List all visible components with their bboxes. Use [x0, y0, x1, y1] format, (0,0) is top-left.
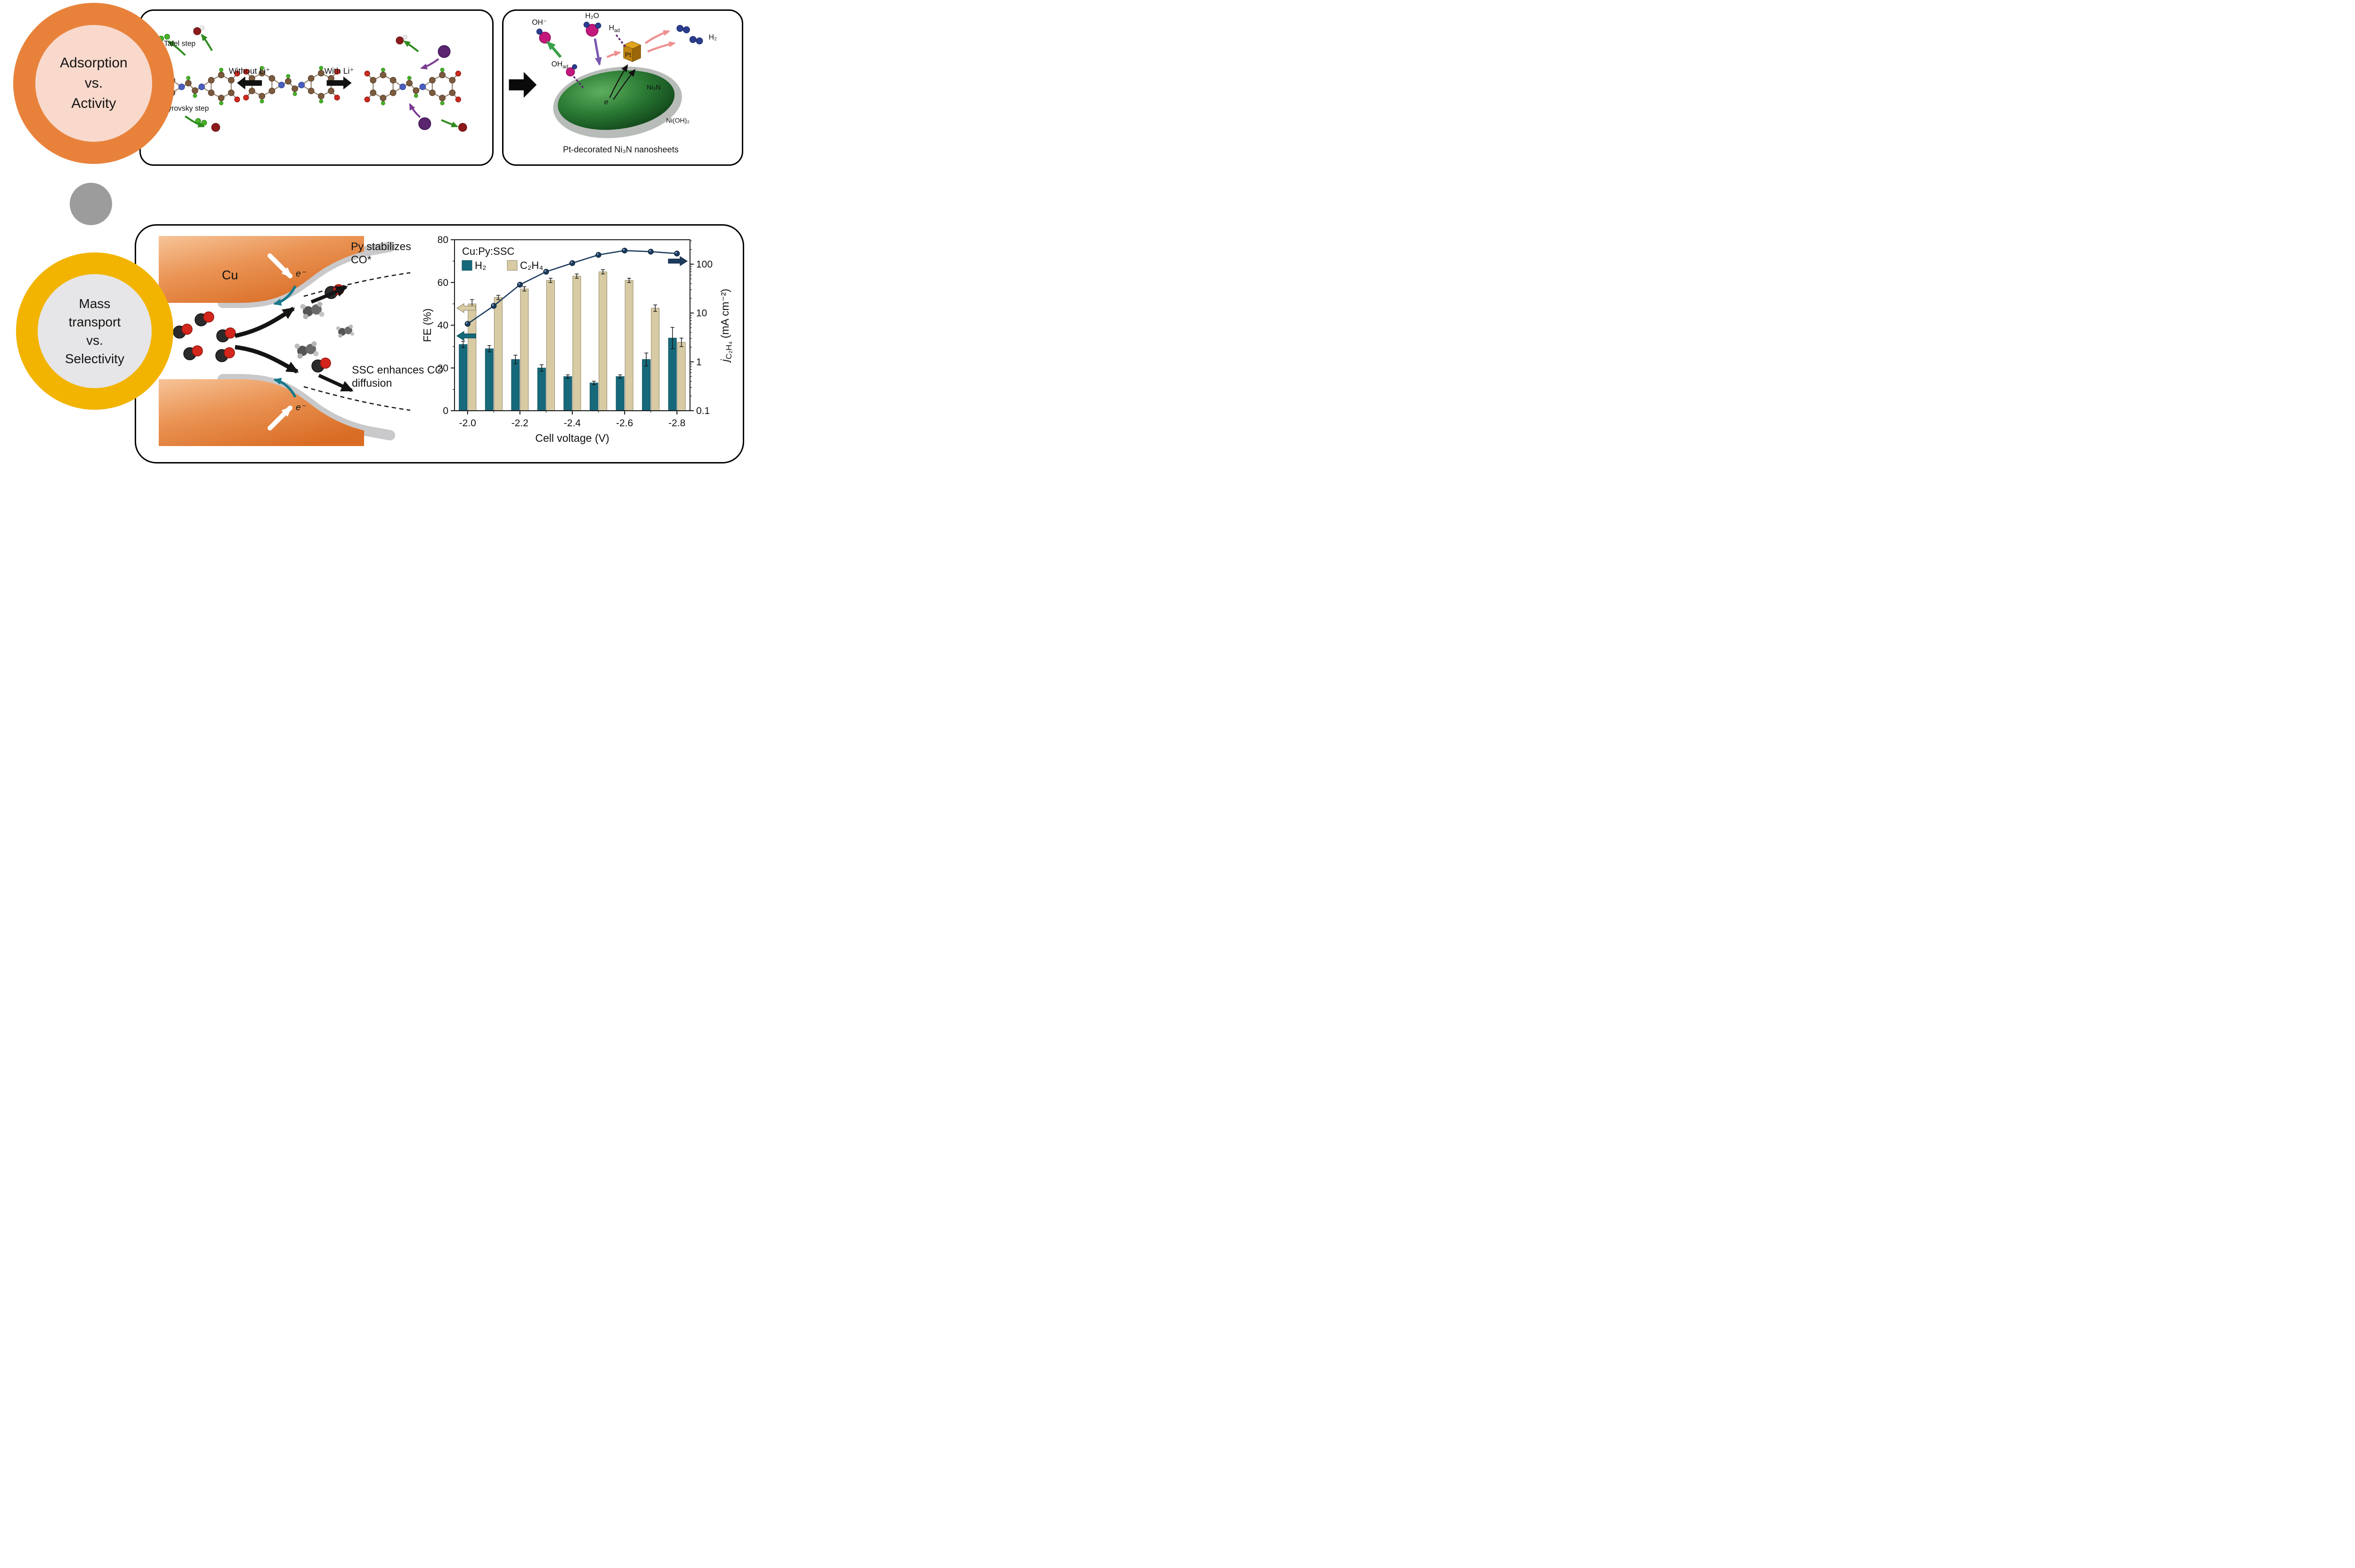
- svg-text:-2.0: -2.0: [459, 418, 476, 429]
- svg-text:40: 40: [438, 320, 448, 331]
- svg-text:FE (%): FE (%): [422, 309, 433, 342]
- svg-text:Cu:Py:SSC: Cu:Py:SSC: [462, 245, 514, 257]
- chart-bars: [459, 271, 686, 411]
- bubble-line: Activity: [71, 96, 116, 111]
- mass-transport-selectivity-bubble: Mass transport vs. Selectivity: [16, 252, 173, 410]
- h2o-label: H₂O: [585, 12, 599, 20]
- electron-flow-arrows: [268, 253, 292, 431]
- tafel-arrows: [167, 33, 213, 128]
- input-arrow: [509, 72, 537, 98]
- adsorption-activity-bubble: Adsorption vs. Activity: [13, 3, 174, 164]
- h2o-adsorb-arrow: [593, 38, 602, 66]
- co-diffusion-illustration: Cu: [159, 236, 411, 446]
- diffusion-cone-top: [303, 272, 411, 297]
- bubble-line: Mass: [79, 296, 111, 311]
- li-ion: [418, 117, 431, 130]
- molecule-with-li: [364, 35, 467, 132]
- pt-panel-caption: Pt-decorated Ni₃N nanosheets: [563, 145, 679, 154]
- pt-cube: Pt: [623, 41, 642, 62]
- electron-label-top: e⁻: [296, 269, 307, 279]
- mass-transport-panel: Cu: [135, 224, 744, 463]
- svg-text:80: 80: [438, 235, 448, 245]
- svg-text:-2.6: -2.6: [616, 418, 633, 429]
- electron-label-bottom: e⁻: [296, 403, 307, 413]
- c2h4-molecules: [294, 301, 355, 359]
- bubble-line: Selectivity: [65, 351, 125, 366]
- bubble-line: Adsorption: [60, 55, 128, 71]
- bubble-line: vs.: [86, 333, 103, 348]
- oh-minus-label: OH⁻: [532, 18, 547, 26]
- chart-annotations: [456, 256, 688, 341]
- ohad-species: [566, 64, 585, 89]
- co-stabilize-arrows: [273, 285, 297, 398]
- mass-transport-selectivity-label: Mass transport vs. Selectivity: [65, 296, 124, 366]
- svg-text:1: 1: [696, 357, 702, 367]
- svg-text:H₂: H₂: [475, 260, 486, 271]
- svg-text:10: 10: [696, 308, 707, 319]
- h2o-molecule: [584, 22, 601, 37]
- had-dashes: [615, 34, 626, 48]
- oh-radical-h: [402, 35, 407, 40]
- oh-radical: [396, 36, 404, 45]
- svg-text:20: 20: [438, 363, 448, 374]
- bubble-line: transport: [68, 314, 121, 329]
- adsorption-activity-label: Adsorption vs. Activity: [60, 55, 127, 112]
- oh-radical: [458, 123, 467, 132]
- oh-ion: [536, 28, 551, 44]
- electron-label: e: [604, 98, 609, 106]
- heyrovsky-step-label: Heyrovsky step: [158, 105, 209, 113]
- li-ion: [438, 45, 451, 58]
- pt-ni3n-drawing: e Pt Had H₂O OH⁻: [509, 12, 717, 154]
- h2-product-molecules: [676, 24, 703, 45]
- py-stabilizes-note: Py stabilizes CO*: [351, 240, 411, 266]
- cu-label: Cu: [222, 268, 238, 282]
- cu-electrode-bottom: [159, 379, 364, 446]
- with-li-arrow: [326, 76, 352, 89]
- oh-radical: [211, 123, 220, 132]
- svg-text:-2.8: -2.8: [668, 418, 685, 429]
- flow-arrows: [235, 285, 354, 392]
- without-li-label: Without Li⁺: [229, 66, 270, 76]
- oh-radical: [193, 27, 202, 35]
- chart-axes: 0 20 40 60 80 0.1 1 10 100 -2.0 -2.2 -2.4 -2.6 -2.8Ce…: [422, 235, 733, 444]
- tafel-step-label: Tafel step: [164, 40, 195, 48]
- ni3n-label: Ni₃N: [647, 84, 661, 91]
- li-arrows: [409, 58, 439, 118]
- oh-release-arrow: [546, 41, 562, 58]
- electron-arrows: [609, 64, 636, 100]
- svg-text:jC₂H₄ (mA cm⁻²): jC₂H₄ (mA cm⁻²): [719, 289, 733, 363]
- svg-text:C₂H₄: C₂H₄: [520, 260, 543, 271]
- fe-bar-chart: 0 20 40 60 80 0.1 1 10 100 -2.0 -2.2 -2.4 -2.6 -2.8Ce…: [422, 235, 733, 444]
- svg-text:100: 100: [696, 259, 713, 270]
- h2-evolution-arrows: [606, 30, 676, 58]
- ssc-enhances-note: SSC enhances CO diffusion: [352, 364, 444, 390]
- svg-text:0: 0: [443, 406, 448, 416]
- graphical-abstract-figure: Adsorption vs. Activity Mass transport v…: [0, 0, 754, 471]
- with-li-label: With Li⁺: [324, 66, 354, 76]
- svg-text:Cell voltage (V): Cell voltage (V): [535, 432, 609, 444]
- bubble-line: vs.: [84, 75, 103, 91]
- green-arrows: [403, 41, 459, 128]
- molecule-without-li: Tafel step Heyrovsky step: [143, 25, 241, 132]
- svg-text:0.1: 0.1: [696, 406, 710, 416]
- nioh2-label: Ni(OH)₂: [666, 117, 690, 125]
- pt-label: Pt: [625, 51, 631, 58]
- diffusion-cone-bottom: [303, 386, 411, 411]
- svg-text:60: 60: [438, 277, 448, 288]
- lithium-molecules-drawing: Tafel step Heyrovsky step Without Li⁺ Wi…: [143, 25, 467, 132]
- ni3n-nanosheet: [558, 70, 675, 130]
- ohad-label: OHad: [552, 60, 568, 70]
- pt-ni3n-panel: e Pt Had H₂O OH⁻: [502, 9, 743, 166]
- had-label: Had: [609, 24, 620, 33]
- chart-line-series: [464, 247, 680, 327]
- svg-text:-2.2: -2.2: [512, 418, 528, 429]
- cu-electrode-top: [159, 236, 364, 303]
- lithium-effect-panel: Tafel step Heyrovsky step Without Li⁺ Wi…: [139, 9, 494, 166]
- svg-text:-2.4: -2.4: [564, 418, 581, 429]
- connector-dot: [70, 183, 112, 225]
- oh-radical-h: [200, 25, 205, 31]
- h2-label: H₂: [709, 33, 717, 41]
- chart-error-bars: [461, 269, 683, 385]
- without-li-arrow: [237, 76, 262, 89]
